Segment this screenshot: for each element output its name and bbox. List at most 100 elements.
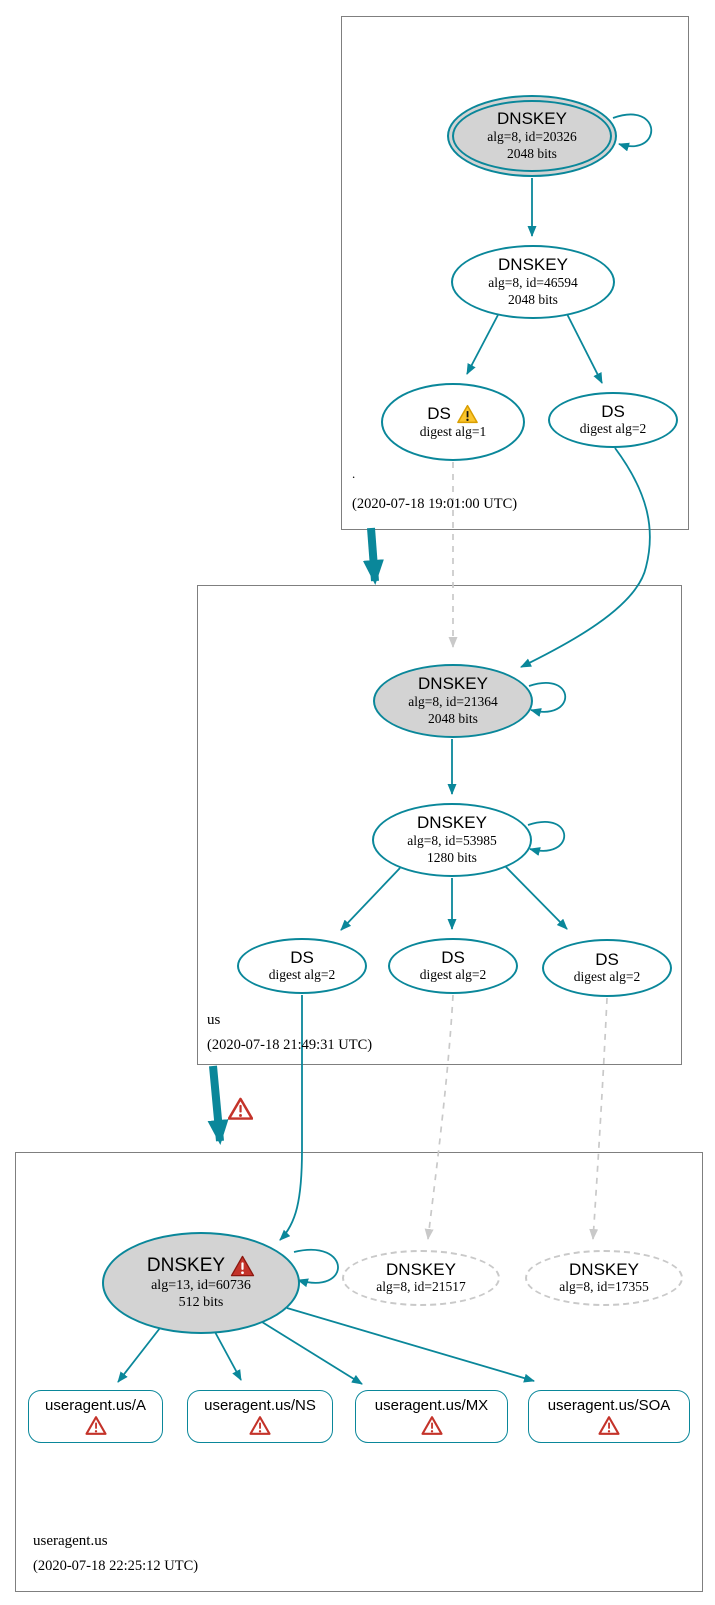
node-title-text: DNSKEY	[386, 1259, 456, 1279]
edge-us-ds1-to-ua-ksk	[279, 995, 303, 1241]
delegation-error-icon	[228, 1097, 253, 1120]
edges-us-zone	[207, 682, 608, 1241]
node-detail: alg=8, id=46594	[488, 274, 578, 290]
edge-us-ds2-to-ua-key21517	[424, 994, 454, 1240]
edge-ua-ksk-selfloop	[293, 1249, 339, 1288]
node-detail: 2048 bits	[428, 710, 478, 726]
node-title: DNSKEY	[418, 674, 488, 694]
node-detail: digest alg=2	[268, 967, 336, 983]
node-detail: 1280 bits	[427, 849, 477, 865]
node-title: DS	[290, 948, 314, 968]
dnskey-node-ua-21517[interactable]: DNSKEY alg=8, id=21517	[342, 1250, 500, 1306]
node-title: DNSKEY	[498, 255, 568, 275]
zone-box-root	[341, 16, 689, 530]
node-title-text: DNSKEY	[498, 255, 568, 275]
dnskey-node-ua-ksk[interactable]: DNSKEY alg=13, id=60736 512 bits	[102, 1232, 300, 1334]
rrset-useragent-us-soa[interactable]: useragent.us/SOA	[528, 1390, 690, 1443]
error-icon	[420, 1415, 443, 1435]
edge-root-zsk-to-ds2	[565, 311, 603, 384]
node-detail: 2048 bits	[507, 145, 557, 161]
ds-node-us-ds3[interactable]: DS digest alg=2	[542, 939, 672, 997]
edges-useragent-zone	[117, 1249, 535, 1385]
node-title: DNSKEY	[497, 109, 567, 129]
node-detail: alg=8, id=53985	[407, 832, 497, 848]
edge-us-zsk-to-ds3	[504, 865, 568, 930]
node-title-text: DNSKEY	[146, 1254, 226, 1276]
node-detail: digest alg=2	[573, 969, 641, 985]
zone-box-useragent-us	[15, 1152, 703, 1592]
dnskey-node-ua-17355[interactable]: DNSKEY alg=8, id=17355	[525, 1250, 683, 1306]
dnskey-node-us-zsk[interactable]: DNSKEY alg=8, id=53985 1280 bits	[372, 803, 532, 877]
edge-root-ds2-to-us-ksk	[520, 447, 651, 668]
node-title: DS	[441, 948, 465, 968]
node-title-text: DS	[601, 401, 625, 421]
node-detail: alg=13, id=60736	[151, 1277, 251, 1293]
node-title-text: DNSKEY	[418, 674, 488, 694]
error-icon	[228, 1097, 253, 1120]
rrset-useragent-us-ns[interactable]: useragent.us/NS	[187, 1390, 333, 1443]
node-title-text: DS	[290, 947, 314, 967]
zone-label-us: us	[207, 1012, 221, 1028]
node-title-text: DS	[595, 949, 619, 969]
edge-ua-ksk-to-rrset-a	[117, 1327, 161, 1383]
node-title-text: DNSKEY	[497, 109, 567, 129]
edge-us-ksk-selfloop	[528, 682, 566, 717]
node-title-text: DS	[441, 947, 465, 967]
rrset-label: useragent.us/MX	[374, 1397, 489, 1415]
node-detail: alg=8, id=21364	[408, 693, 498, 709]
warning-icon	[456, 404, 478, 423]
edge-zone-root-to-us	[362, 527, 384, 585]
ds-node-root-ds1[interactable]: DS digest alg=1	[381, 383, 525, 461]
node-title-text: DNSKEY	[417, 813, 487, 833]
edge-zone-us-to-useragent	[207, 1065, 229, 1145]
edges-root-zone	[362, 113, 653, 668]
error-icon	[230, 1255, 255, 1276]
node-detail: alg=8, id=20326	[487, 128, 577, 144]
node-title: DNSKEY	[569, 1260, 639, 1280]
edge-root-ksk-selfloop	[612, 113, 653, 152]
node-detail: alg=8, id=17355	[559, 1279, 649, 1295]
dnskey-node-root-ksk[interactable]: DNSKEY alg=8, id=20326 2048 bits	[447, 95, 617, 177]
edge-ua-ksk-to-rrset-ns	[214, 1331, 242, 1381]
ds-node-us-ds2[interactable]: DS digest alg=2	[388, 938, 518, 994]
node-detail: digest alg=1	[419, 423, 487, 439]
node-title: DS	[595, 950, 619, 970]
zone-timestamp-us: (2020-07-18 21:49:31 UTC)	[207, 1037, 373, 1053]
edge-ua-ksk-to-rrset-mx	[261, 1321, 363, 1385]
zone-label-root: .	[352, 466, 356, 481]
node-detail: digest alg=2	[419, 967, 487, 983]
rrset-useragent-us-a[interactable]: useragent.us/A	[28, 1390, 163, 1443]
zone-label-useragent-us: useragent.us	[33, 1533, 108, 1549]
node-detail: alg=8, id=21517	[376, 1279, 466, 1295]
node-title: DNSKEY	[386, 1260, 456, 1280]
dnskey-node-root-zsk[interactable]: DNSKEY alg=8, id=46594 2048 bits	[451, 245, 615, 319]
node-detail: 2048 bits	[508, 291, 558, 307]
node-title-text: DS	[427, 403, 451, 423]
edge-us-zsk-selfloop	[527, 821, 565, 856]
rrset-label: useragent.us/NS	[204, 1397, 316, 1415]
zone-timestamp-root: (2020-07-18 19:01:00 UTC)	[352, 496, 518, 512]
zone-timestamp-useragent-us: (2020-07-18 22:25:12 UTC)	[33, 1558, 199, 1574]
rrset-useragent-us-mx[interactable]: useragent.us/MX	[355, 1390, 508, 1443]
node-title: DS	[427, 404, 479, 424]
node-title: DNSKEY	[147, 1255, 255, 1277]
rrset-label: useragent.us/SOA	[547, 1397, 671, 1415]
edge-us-zsk-to-ds1	[340, 867, 401, 931]
zone-box-us	[197, 585, 682, 1065]
node-detail: digest alg=2	[579, 421, 647, 437]
ds-node-us-ds1[interactable]: DS digest alg=2	[237, 938, 367, 994]
node-detail: 512 bits	[178, 1295, 224, 1310]
edge-ua-ksk-to-rrset-soa	[286, 1307, 535, 1383]
ds-node-root-ds2[interactable]: DS digest alg=2	[548, 392, 678, 448]
rrset-label: useragent.us/A	[45, 1397, 146, 1415]
edge-root-zsk-to-ds1	[466, 312, 500, 375]
node-title-text: DNSKEY	[569, 1259, 639, 1279]
node-title: DS	[601, 402, 625, 422]
dnskey-node-us-ksk[interactable]: DNSKEY alg=8, id=21364 2048 bits	[373, 664, 533, 738]
edge-us-ds3-to-ua-key17355	[589, 997, 608, 1240]
error-icon	[249, 1415, 271, 1435]
node-title: DNSKEY	[417, 813, 487, 833]
error-icon	[84, 1415, 107, 1435]
